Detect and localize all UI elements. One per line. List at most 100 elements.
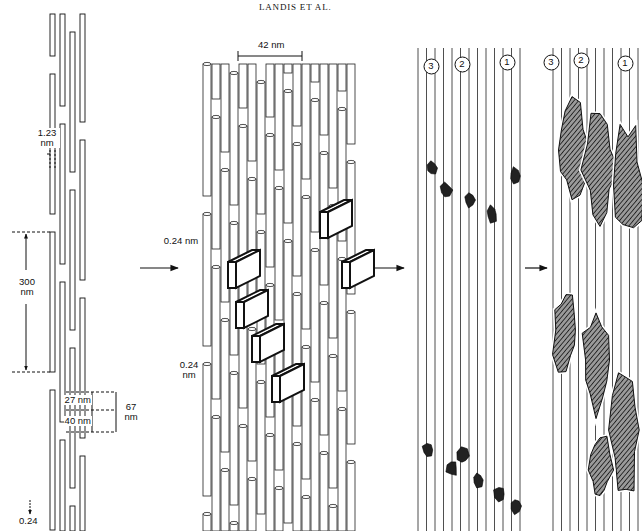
- cylinder-end: [230, 71, 238, 74]
- cylinder-end: [302, 345, 310, 348]
- cylinder-end: [347, 310, 355, 313]
- collagen-molecule: [50, 14, 55, 56]
- cylinder-end: [293, 292, 301, 295]
- collagen-cylinder: [203, 364, 211, 496]
- cylinder-end: [221, 168, 229, 171]
- fibril-line: [418, 48, 419, 531]
- collagen-cylinder: [248, 479, 256, 531]
- dimension-line: [12, 372, 50, 373]
- circle-shape: [500, 55, 515, 70]
- fibril-line: [477, 48, 478, 531]
- collagen-cylinder: [311, 400, 319, 531]
- collagen-molecule: [60, 440, 65, 531]
- fibril-line: [443, 48, 444, 531]
- collagen-cylinder: [203, 214, 211, 346]
- collagen-molecule: [80, 140, 85, 280]
- collagen-molecule: [50, 232, 55, 372]
- crystal: [427, 161, 437, 174]
- collagen-cylinder: [293, 64, 301, 126]
- crystal: [487, 205, 496, 223]
- collagen-cylinder: [347, 312, 355, 444]
- collagen-cylinder: [329, 356, 337, 488]
- cylinder-end: [275, 186, 283, 189]
- cylinder-end: [329, 504, 337, 507]
- collagen-cylinder: [239, 276, 247, 408]
- dimension-arrow: [26, 234, 27, 270]
- callout-number: 2: [573, 52, 590, 65]
- cylinder-end: [293, 142, 301, 145]
- collagen-cylinder: [275, 338, 283, 470]
- cylinder-end: [239, 424, 247, 427]
- collagen-cylinder: [284, 91, 292, 223]
- cylinder-end: [230, 221, 238, 224]
- fibril-line: [494, 48, 495, 531]
- fibril-line: [469, 48, 470, 531]
- cylinder-end: [212, 415, 220, 418]
- collagen-cylinder: [311, 64, 319, 82]
- cylinder-end: [239, 124, 247, 127]
- collagen-cylinder: [311, 250, 319, 382]
- crystal: [553, 295, 576, 373]
- callout-circle: 1: [617, 55, 634, 72]
- callout-number: 2: [454, 56, 471, 69]
- crystal-outline: [553, 295, 576, 373]
- collagen-molecule: [80, 456, 85, 531]
- cylinder-end: [203, 212, 211, 215]
- callout-circle: 3: [423, 58, 440, 75]
- collagen-cylinder: [266, 64, 274, 117]
- circle-shape: [455, 57, 470, 72]
- dimension-label: 42 nm: [257, 40, 285, 50]
- crystal-outline: [582, 313, 609, 419]
- fibril-line: [435, 48, 436, 531]
- box-side: [244, 290, 268, 328]
- collagen-molecule: [60, 124, 65, 264]
- collagen-cylinder: [320, 153, 328, 285]
- dimension-label: 0.24 nm: [160, 236, 202, 246]
- collagen-molecule: [60, 14, 65, 106]
- dimension-arrow: [47, 154, 50, 155]
- dimension-line: [66, 410, 116, 411]
- collagen-cylinder: [293, 294, 301, 426]
- dimension-label: 27 nm: [64, 395, 92, 405]
- crystal: [511, 500, 521, 515]
- cylinder-end: [203, 62, 211, 65]
- collagen-cylinder: [221, 320, 229, 452]
- cylinder-end: [302, 195, 310, 198]
- fibril-line: [587, 48, 588, 531]
- box-front: [342, 262, 350, 288]
- cylinder-end: [329, 354, 337, 357]
- collagen-cylinder: [311, 100, 319, 232]
- crystal: [511, 167, 521, 184]
- cylinder-end: [275, 486, 283, 489]
- cylinder-end: [311, 98, 319, 101]
- cylinder-end: [284, 239, 292, 242]
- crystal: [474, 473, 483, 488]
- collagen-cylinder: [203, 514, 211, 531]
- collagen-cylinder: [230, 373, 238, 505]
- callout-circle: 2: [454, 56, 471, 73]
- crystal: [614, 124, 642, 227]
- early-mineral-panel: [418, 48, 522, 531]
- cylinder-end: [257, 380, 265, 383]
- collagen-molecule: [70, 190, 75, 330]
- crystal: [446, 462, 456, 475]
- collagen-cylinder: [257, 82, 265, 214]
- collagen-cylinder: [293, 144, 301, 276]
- fibril-line: [503, 48, 504, 531]
- collagen-molecule: [70, 32, 75, 172]
- circle-shape: [574, 53, 589, 68]
- collagen-cylinder: [338, 409, 346, 531]
- cylinder-end: [248, 177, 256, 180]
- box-front: [272, 376, 280, 402]
- callout-circle: 1: [499, 54, 516, 71]
- hole-zone-box: [228, 250, 260, 288]
- cylinder-end: [257, 230, 265, 233]
- cylinder-end: [338, 107, 346, 110]
- callout-number: 3: [543, 54, 560, 67]
- box-side: [260, 324, 284, 362]
- crystal-outline: [614, 124, 642, 227]
- collagen-cylinder: [221, 470, 229, 531]
- cylinder-end: [311, 248, 319, 251]
- fibril-line: [426, 48, 427, 531]
- box-front: [252, 336, 260, 362]
